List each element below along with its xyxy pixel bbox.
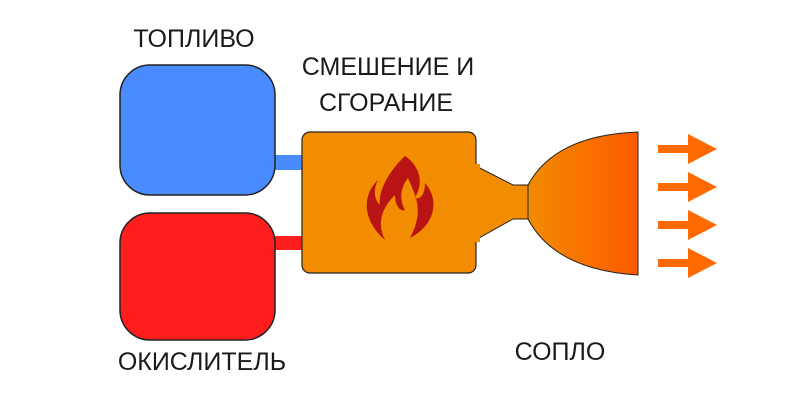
arrow-right-icon [658,210,717,240]
mixing-label-line2: СГОРАНИЕ [318,89,454,117]
oxidizer-pipe [270,236,306,250]
fire-icon [366,156,434,240]
mixing-label-line1: СМЕШЕНИЕ И [301,53,475,81]
arrow-right-icon [658,134,717,164]
oxidizer-label: ОКИСЛИТЕЛЬ [117,348,287,376]
fuel-tank [119,64,276,196]
nozzle-label: СОПЛО [514,338,606,366]
fuel-pipe [270,155,306,170]
combustion-chamber [301,131,477,274]
exhaust-arrows [658,134,717,278]
arrow-right-icon [658,248,717,278]
oxidizer-tank [119,212,276,341]
arrow-right-icon [658,172,717,202]
fuel-label: ТОПЛИВО [133,25,255,53]
nozzle-bell [527,131,639,276]
